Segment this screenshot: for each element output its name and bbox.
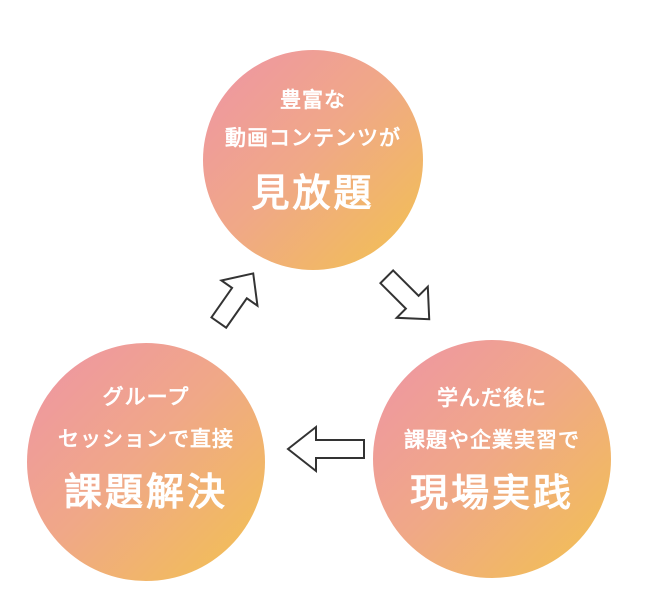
node-right-line1: 学んだ後に <box>437 386 547 410</box>
node-field-practice: 学んだ後に 課題や企業実習で 現場実践 <box>373 340 611 578</box>
node-right-title: 現場実践 <box>409 471 574 515</box>
node-video-contents: 豊富な 動画コンテンツが 見放題 <box>203 50 423 270</box>
node-right-line2: 課題や企業実習で <box>404 428 580 452</box>
node-left-line1: グループ <box>102 385 190 409</box>
node-top-line2: 動画コンテンツが <box>225 126 401 150</box>
node-top-title: 見放題 <box>251 171 375 215</box>
node-left-line2: セッションで直接 <box>58 427 234 451</box>
node-top-line1: 豊富な <box>280 88 346 112</box>
node-left-title: 課題解決 <box>63 470 228 514</box>
node-group-session: グループ セッションで直接 課題解決 <box>27 343 265 581</box>
